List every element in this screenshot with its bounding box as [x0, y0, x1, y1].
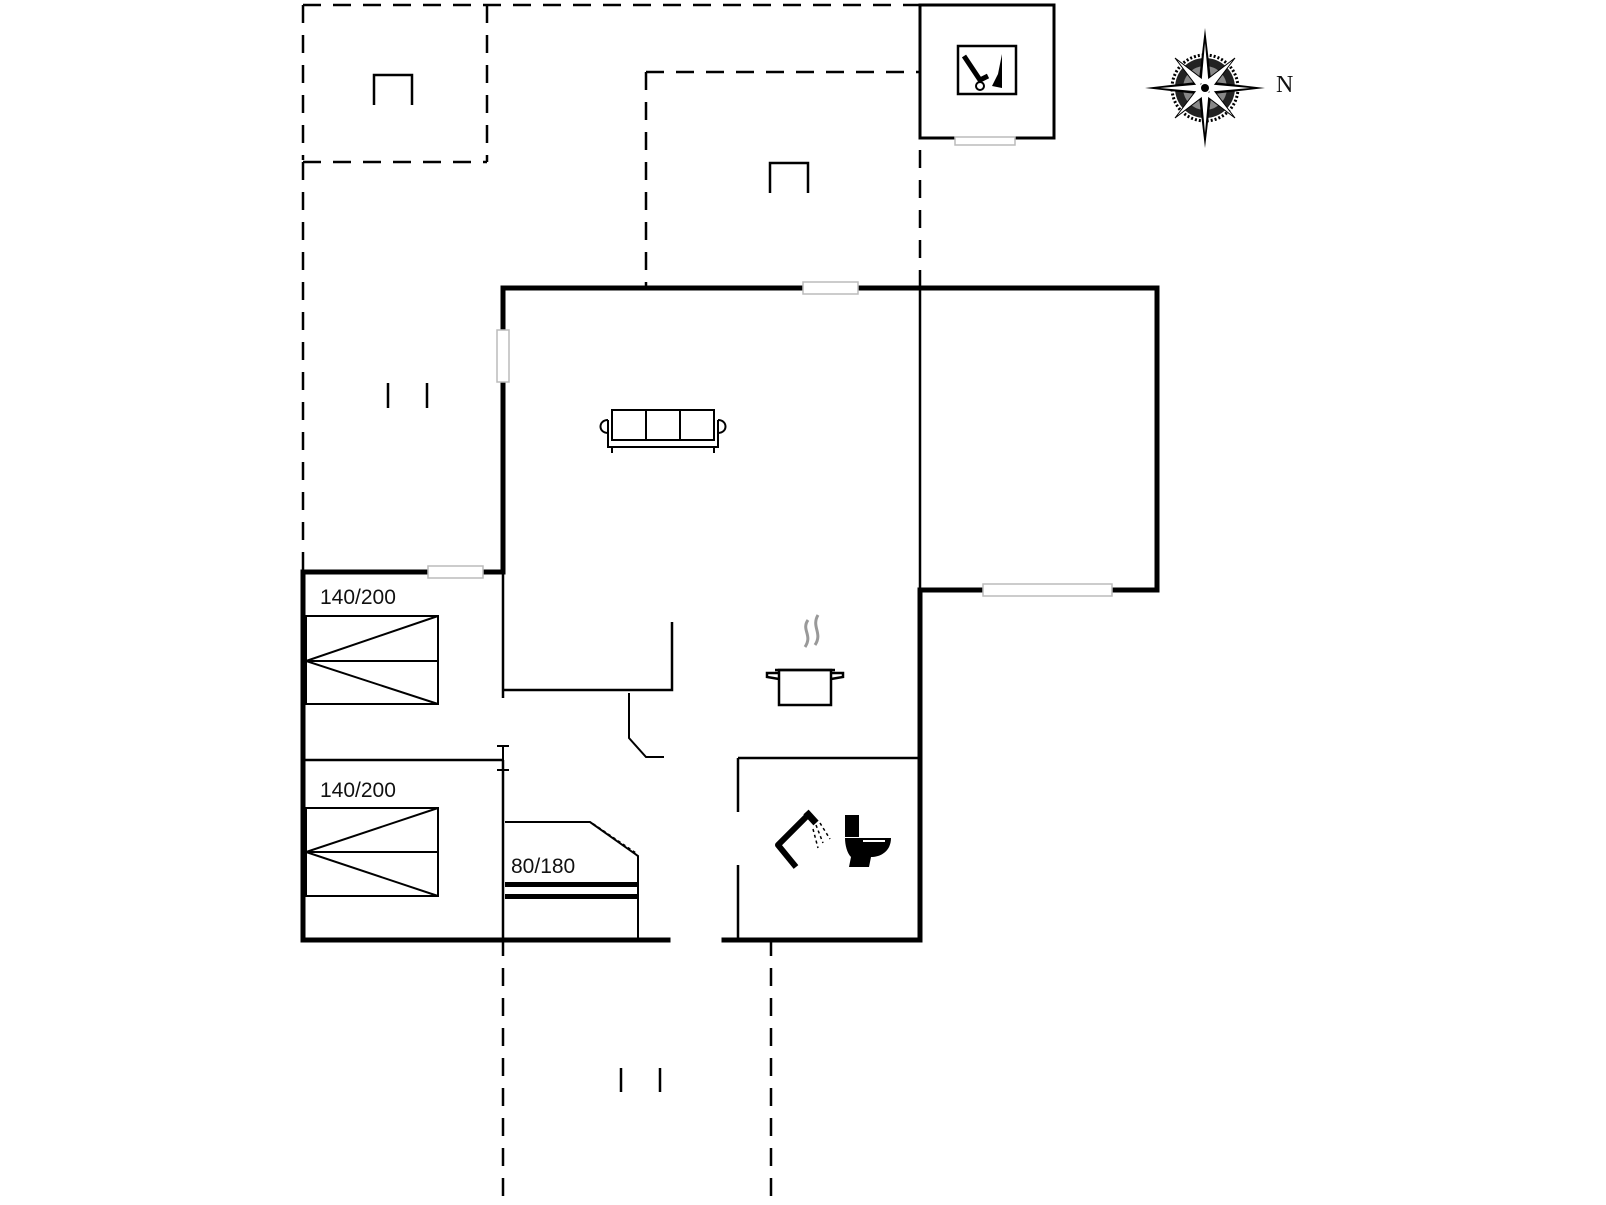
- bed-size-label: 140/200: [320, 779, 396, 802]
- toilet-icon: [845, 815, 891, 867]
- bed-size-label: 140/200: [320, 586, 396, 609]
- bed-140-200-lower: 140/200: [302, 779, 439, 897]
- bed-size-label: 80/180: [511, 855, 575, 878]
- terrace-icon: [386, 383, 429, 408]
- sofa-icon: [599, 409, 727, 453]
- terrace-icon: [372, 73, 414, 105]
- shower-icon: [775, 809, 831, 869]
- house-walls: [300, 281, 1160, 943]
- annex-room: [918, 3, 1056, 146]
- compass-north-label: N: [1276, 72, 1293, 98]
- cooking-pot-icon: [765, 614, 845, 707]
- terrace-icon: [768, 161, 810, 193]
- compass-rose-icon: [1145, 28, 1265, 148]
- terrace-icon: [619, 1068, 662, 1092]
- washing-machine-icon: [956, 44, 1018, 96]
- interior-walls: [303, 572, 920, 940]
- bed-80-180: 80/180: [505, 821, 639, 938]
- bed-140-200-upper: 140/200: [302, 586, 439, 705]
- outdoor-terrace-outlines: [301, 3, 922, 1205]
